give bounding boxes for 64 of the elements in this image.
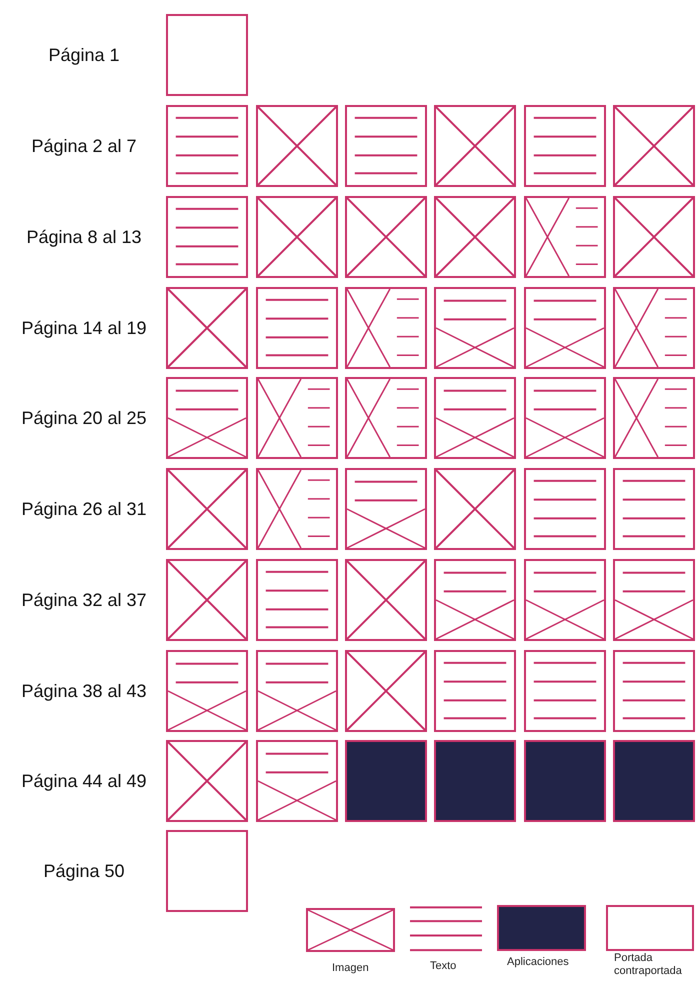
text-page [256, 287, 338, 369]
page-range-label: Página 20 al 25 [20, 407, 148, 429]
text-page [166, 196, 248, 278]
legend-label: Texto [430, 960, 456, 973]
legend-label: Aplicaciones [507, 956, 569, 969]
page-range-label: Página 38 al 43 [20, 680, 148, 702]
page-range-label: Página 8 al 13 [25, 226, 143, 248]
page-range-label: Página 2 al 7 [30, 135, 138, 157]
legend-label: Imagen [332, 962, 369, 975]
image-placeholder [613, 196, 695, 278]
image-placeholder [256, 196, 338, 278]
image-placeholder [166, 468, 248, 550]
image-text-page [345, 287, 427, 369]
text-page [524, 468, 606, 550]
page-range-label: Página 44 al 49 [20, 770, 148, 792]
image-placeholder [256, 105, 338, 187]
text-image-page [524, 287, 606, 369]
image-text-page [613, 287, 695, 369]
text-image-page [434, 287, 516, 369]
image-text-page [613, 377, 695, 459]
image-text-page [345, 377, 427, 459]
text-image-page [256, 650, 338, 732]
text-page [434, 650, 516, 732]
image-placeholder [434, 105, 516, 187]
text-image-page [613, 559, 695, 641]
page-range-label: Página 1 [47, 44, 121, 66]
text-image-page [166, 650, 248, 732]
text-image-page [434, 559, 516, 641]
text-image-page [345, 468, 427, 550]
text-page [345, 105, 427, 187]
image-placeholder [345, 559, 427, 641]
page-range-label: Página 14 al 19 [20, 317, 148, 339]
image-placeholder [166, 740, 248, 822]
text-page [613, 468, 695, 550]
text-page [256, 559, 338, 641]
image-placeholder [345, 196, 427, 278]
text-page [524, 650, 606, 732]
image-placeholder [434, 468, 516, 550]
text-image-page [524, 559, 606, 641]
image-placeholder [166, 559, 248, 641]
image-placeholder [166, 287, 248, 369]
application-page [434, 740, 516, 822]
legend-label: Portada contraportada [614, 952, 683, 978]
text-image-page [434, 377, 516, 459]
text-page [524, 105, 606, 187]
image-placeholder [345, 650, 427, 732]
text-image-page [524, 377, 606, 459]
blank-page [166, 830, 248, 912]
text-image-page [166, 377, 248, 459]
text-image-page [256, 740, 338, 822]
application-page [524, 740, 606, 822]
page-range-label: Página 50 [42, 860, 126, 882]
image-text-page [524, 196, 606, 278]
page-range-label: Página 32 al 37 [20, 589, 148, 611]
image-text-page [256, 468, 338, 550]
application-page [613, 740, 695, 822]
image-text-page [256, 377, 338, 459]
application-page [345, 740, 427, 822]
text-page [166, 105, 248, 187]
image-placeholder [613, 105, 695, 187]
page-range-label: Página 26 al 31 [20, 498, 148, 520]
blank-page [166, 14, 248, 96]
image-placeholder [434, 196, 516, 278]
text-page [613, 650, 695, 732]
